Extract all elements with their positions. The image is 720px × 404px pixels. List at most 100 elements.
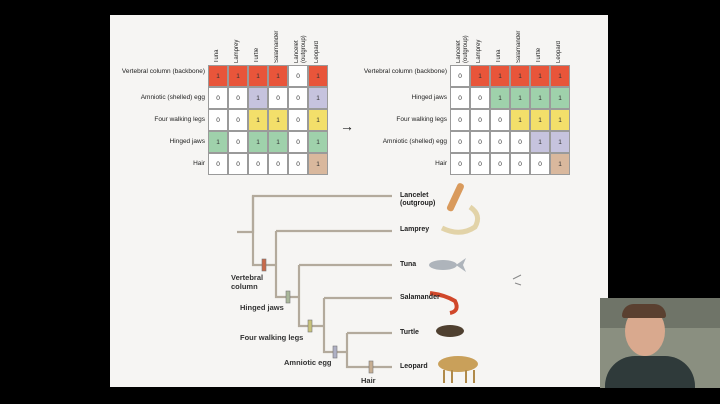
matrix-cell: 1: [248, 109, 268, 131]
matrix-cell: 1: [530, 65, 550, 87]
branch-lancelet: [237, 194, 392, 234]
matrix-cell: 1: [268, 65, 288, 87]
matrix-cell: 1: [530, 87, 550, 109]
taxon-leopard: Leopard: [400, 363, 428, 370]
matrix-cell: 1: [308, 65, 328, 87]
matrix-cell: 1: [208, 131, 228, 153]
matrix-cell: 0: [450, 65, 470, 87]
row-label: Hinged jaws: [411, 94, 447, 101]
row-label: Amniotic (shelled) egg: [382, 138, 447, 145]
salamander-image: [429, 291, 459, 315]
matrix-cell: 0: [288, 131, 308, 153]
matrix-cell: 1: [308, 131, 328, 153]
matrix-cell: 0: [450, 153, 470, 175]
taxon-salamander: Salamander: [400, 294, 440, 301]
branch-tuna: [297, 263, 392, 328]
matrix-cell: 0: [248, 153, 268, 175]
matrix-cell: 0: [228, 109, 248, 131]
hair-marker: [368, 360, 374, 374]
branch-lamprey: [274, 229, 392, 299]
matrix-cell: 0: [530, 153, 550, 175]
matrix-cell: 0: [228, 153, 248, 175]
leopard-image: [438, 356, 478, 372]
matrix-cell: 1: [550, 109, 570, 131]
branch-salamander: [322, 296, 392, 354]
matrix-cell: 1: [530, 131, 550, 153]
matrix-cell: 1: [268, 131, 288, 153]
matrix-cell: 1: [308, 109, 328, 131]
matrix-cell: 1: [308, 87, 328, 109]
turtle-image: [436, 325, 464, 337]
lancelet-image: [446, 183, 464, 212]
animal-illustrations: [429, 183, 522, 383]
hinged-jaws-marker: [285, 290, 291, 304]
presenter-hair: [622, 304, 666, 318]
matrix-cell: 0: [288, 153, 308, 175]
arrow-icon: →: [340, 118, 354, 134]
presenter-body: [605, 356, 695, 388]
taxon-tuna: Tuna: [400, 261, 417, 268]
matrix-cell: 0: [510, 131, 530, 153]
vertebral-column-marker: [261, 258, 267, 272]
matrix-cell: 0: [450, 87, 470, 109]
matrix-cell: 0: [288, 109, 308, 131]
webcam-overlay: [600, 298, 720, 388]
matrix-cell: 1: [248, 131, 268, 153]
character-four-walking-legs: Four walking legs: [240, 333, 304, 342]
character-vertebral-column: Vertebral column: [231, 273, 264, 291]
matrix-cell: 1: [248, 87, 268, 109]
matrix-cell: 1: [490, 65, 510, 87]
matrix-cell: 1: [510, 65, 530, 87]
matrix-cell: 0: [470, 131, 490, 153]
matrix-cell: 0: [490, 131, 510, 153]
matrix-cell: 0: [288, 65, 308, 87]
matrix-cell: 0: [470, 109, 490, 131]
phylogenetic-tree: [237, 183, 522, 383]
matrix-cell: 0: [450, 109, 470, 131]
matrix-cell: 0: [228, 87, 248, 109]
character-hinged-jaws: Hinged jaws: [240, 303, 284, 312]
matrix-cell: 0: [490, 153, 510, 175]
matrix-cell: 0: [470, 153, 490, 175]
matrix-cell: 1: [228, 65, 248, 87]
cursor-mark: [512, 274, 522, 286]
matrix-cell: 1: [530, 109, 550, 131]
matrix-cell: 0: [268, 87, 288, 109]
row-label: Four walking legs: [154, 116, 205, 123]
matrix-cell: 1: [510, 109, 530, 131]
matrix-cell: 0: [490, 109, 510, 131]
branch-root: [251, 196, 276, 267]
matrix-cell: 0: [450, 131, 470, 153]
lamprey-image: [440, 204, 481, 235]
row-label: Vertebral column (backbone): [363, 68, 447, 75]
matrix-cell: 0: [268, 153, 288, 175]
matrix-cell: 1: [470, 65, 490, 87]
matrix-cell: 1: [308, 153, 328, 175]
matrix-cell: 1: [550, 131, 570, 153]
character-amniotic-egg: Amniotic egg: [284, 358, 332, 367]
matrix-cell: 1: [268, 109, 288, 131]
matrix-cell: 0: [470, 87, 490, 109]
matrix-cell: 0: [208, 109, 228, 131]
taxon-turtle: Turtle: [400, 329, 419, 336]
tuna-tail: [456, 258, 466, 272]
row-label: Four walking legs: [396, 116, 447, 123]
matrix-cell: 1: [208, 65, 228, 87]
row-label: Hinged jaws: [169, 138, 205, 145]
matrix-cell: 0: [288, 87, 308, 109]
matrix-cell: 1: [550, 87, 570, 109]
tuna-image: [429, 260, 457, 270]
matrix-cell: 1: [550, 65, 570, 87]
row-label: Hair: [193, 160, 205, 167]
taxon-lamprey: Lamprey: [400, 226, 430, 233]
matrix-cell: 1: [490, 87, 510, 109]
matrix-cell: 0: [208, 87, 228, 109]
matrix-cell: 1: [510, 87, 530, 109]
leopard-legs: [443, 370, 475, 383]
branch-turtle-leopard: [345, 331, 392, 369]
row-label: Vertebral column (backbone): [121, 68, 205, 75]
row-label: Amniotic (shelled) egg: [140, 94, 205, 101]
matrix-cell: 0: [510, 153, 530, 175]
taxon-lancelet: Lancelet (outgroup): [400, 192, 436, 207]
